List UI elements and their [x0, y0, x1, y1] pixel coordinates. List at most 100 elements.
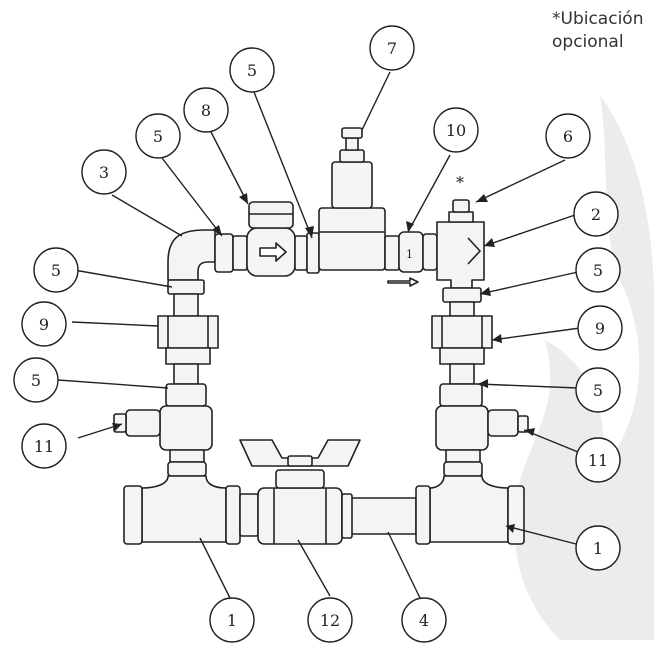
optional-asterisk: *	[456, 173, 464, 192]
leader-5e	[57, 379, 169, 389]
callout-number: 9	[595, 319, 605, 338]
callout-c5c: 5	[33, 247, 79, 293]
callout-c7: 7	[369, 25, 415, 71]
leader-1b	[505, 525, 577, 545]
ball-valve-bonnet	[275, 469, 325, 489]
arrowhead-6	[476, 194, 488, 202]
right-pipe-2	[449, 363, 475, 385]
left-pipe-2	[173, 363, 199, 385]
arrowhead-10	[406, 221, 414, 232]
callout-circle	[229, 47, 275, 93]
right-tee-end-right	[507, 485, 525, 545]
pressure-reducer-bonnet	[331, 161, 373, 209]
right-tee-end-left	[415, 485, 431, 545]
left-nipple-2	[165, 383, 207, 407]
callout-circle	[21, 423, 67, 469]
nipple-top-4	[306, 232, 320, 274]
arrowhead-9b	[492, 334, 502, 343]
callout-circle	[545, 113, 591, 159]
nipple-top-3	[294, 235, 308, 271]
leader-6	[475, 159, 566, 203]
leader-9a	[71, 321, 159, 327]
callout-number: 12	[320, 611, 340, 630]
right-ball-valve-stem	[445, 449, 481, 463]
right-ball-valve-body	[435, 405, 489, 451]
bottom-connector-1	[239, 493, 259, 537]
left-nipple-1	[167, 279, 205, 295]
callout-circle	[183, 87, 229, 133]
left-pipe-1	[173, 293, 199, 317]
callout-number: 9	[39, 315, 49, 334]
callout-c8: 8	[183, 87, 229, 133]
right-nipple-1	[442, 287, 482, 303]
callout-number: 1	[227, 611, 237, 630]
callout-c11b: 11	[575, 437, 621, 483]
callout-number: 3	[99, 163, 109, 182]
arrowhead-1b	[506, 524, 515, 533]
pressure-reducer-collar	[339, 149, 365, 163]
flow-arrow-icon	[259, 242, 287, 262]
leader-5b	[161, 157, 223, 237]
callout-circle	[369, 25, 415, 71]
leader-8	[209, 129, 249, 205]
callout-circle	[209, 597, 255, 643]
note-line-1: *Ubicación	[552, 9, 644, 29]
callout-c5b: 5	[135, 113, 181, 159]
arrowhead-5b	[212, 225, 222, 236]
left-union-nut	[157, 315, 219, 349]
right-pipe-1	[449, 301, 475, 317]
leader-10	[407, 154, 451, 233]
leader-12	[297, 539, 331, 597]
leader-5a	[253, 91, 313, 239]
elbow-fitting	[167, 229, 216, 281]
air-vent-cap	[452, 199, 470, 213]
callout-c1a: 1	[209, 597, 255, 643]
callout-c4: 4	[401, 597, 447, 643]
callout-number: 10	[446, 121, 466, 140]
callout-c9a: 9	[21, 301, 67, 347]
arrowhead-11a	[112, 423, 122, 431]
left-ball-valve-handle	[125, 409, 161, 437]
callout-number: 8	[201, 101, 211, 120]
callout-number: 5	[593, 261, 603, 280]
ball-valve-handle	[239, 439, 361, 467]
arrowhead-11b	[524, 428, 535, 436]
leader-7	[361, 71, 391, 131]
callout-c5a: 5	[229, 47, 275, 93]
ball-valve-handle-nut	[287, 455, 313, 467]
callout-circle	[401, 597, 447, 643]
arrowhead-2	[484, 238, 495, 247]
strainer-nut	[384, 235, 400, 271]
air-vent-base	[448, 211, 474, 223]
callout-circle	[575, 247, 621, 293]
callout-circle	[575, 525, 621, 571]
callout-circle	[573, 191, 619, 237]
leader-9b	[491, 327, 581, 341]
pressure-reducer-screw	[341, 127, 363, 139]
callout-c10: 10	[433, 107, 479, 153]
tee-chevron	[467, 237, 481, 265]
callout-number: 5	[51, 261, 61, 280]
right-union-nut	[431, 315, 493, 349]
callout-number: 4	[419, 611, 429, 630]
leader-3	[111, 194, 183, 237]
callout-number: 5	[153, 127, 163, 146]
leader-2	[483, 214, 576, 247]
leader-5f	[477, 383, 579, 389]
callout-number: 2	[591, 205, 601, 224]
callout-circle	[307, 597, 353, 643]
callout-c6: 6	[545, 113, 591, 159]
callout-circle	[577, 305, 623, 351]
arrowhead-5d	[480, 287, 491, 296]
callout-circle	[135, 113, 181, 159]
callout-number: 5	[31, 371, 41, 390]
callout-circle	[21, 301, 67, 347]
left-union-collar	[165, 347, 211, 365]
callout-number: 11	[34, 437, 54, 456]
right-bottom-tee	[429, 475, 509, 543]
callout-number: 5	[247, 61, 257, 80]
strainer-mark: 1	[406, 248, 413, 261]
callout-number: 7	[387, 39, 397, 58]
